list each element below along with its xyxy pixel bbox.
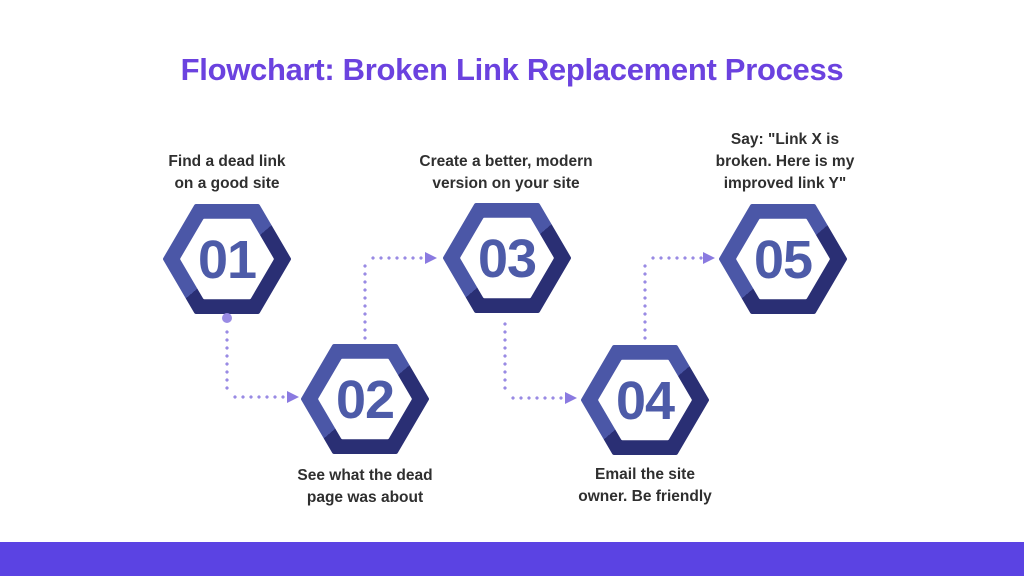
connector-dotted-line-v xyxy=(643,262,647,340)
hexagon-inner xyxy=(180,218,274,300)
step-number-3: 03 xyxy=(478,229,536,289)
step-label-5: Say: "Link X is broken. Here is my impro… xyxy=(715,131,855,192)
step-hexagon-5: 05 xyxy=(719,204,847,314)
step-hexagon-2: 02 xyxy=(301,344,429,454)
step-label-2: See what the dead page was about xyxy=(297,467,433,506)
step-label-1: Find a dead link on a good site xyxy=(168,153,286,192)
arrow-right-icon xyxy=(287,391,299,403)
hexagon-inner xyxy=(460,217,554,299)
arrow-right-icon xyxy=(425,252,437,264)
step-hexagon-4: 04 xyxy=(581,345,709,455)
connector-start-dot xyxy=(222,313,232,323)
step-label-4: Email the site owner. Be friendly xyxy=(578,466,712,505)
step-number-5: 05 xyxy=(754,230,812,290)
connector-dotted-line-h xyxy=(649,256,703,260)
hexagon-inner xyxy=(598,359,692,441)
connector-dotted-line-h xyxy=(369,256,423,260)
arrow-right-icon xyxy=(565,392,577,404)
page-title: Flowchart: Broken Link Replacement Proce… xyxy=(180,52,844,87)
hexagon-inner xyxy=(318,358,412,440)
step-label-3: Create a better, modern version on your … xyxy=(419,153,593,192)
arrow-right-icon xyxy=(703,252,715,264)
footer-bar xyxy=(0,542,1024,576)
connector-dotted-line-v xyxy=(503,320,507,394)
connector-dotted-line-h xyxy=(509,396,563,400)
connector-dotted-line-v xyxy=(225,328,229,394)
hexagon-inner xyxy=(736,218,830,300)
step-hexagon-1: 01 xyxy=(163,204,291,314)
connector-dotted-line-v xyxy=(363,262,367,340)
connector-dotted-line-h xyxy=(231,395,285,399)
step-hexagon-3: 03 xyxy=(443,203,571,313)
step-number-4: 04 xyxy=(616,371,675,431)
step-number-2: 02 xyxy=(336,370,394,430)
step-number-1: 01 xyxy=(198,230,256,290)
